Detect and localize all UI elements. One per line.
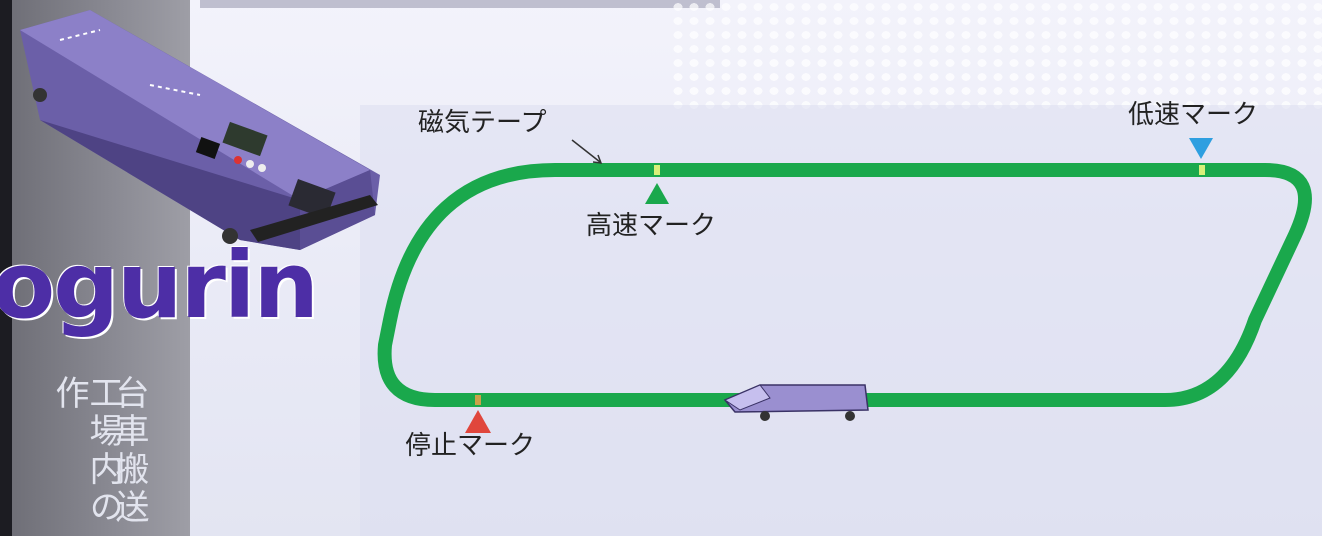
low-speed-mark-icon	[1189, 138, 1213, 159]
high-speed-tape-marker	[654, 165, 660, 175]
stop-tape-marker	[475, 395, 481, 405]
low-speed-tape-marker	[1199, 165, 1205, 175]
high-speed-mark-label: 高速マーク	[586, 211, 717, 241]
vertical-caption-col-2: 工場内の作	[49, 375, 123, 527]
agv-product-image	[20, 10, 380, 250]
low-speed-mark-label: 低速マーク	[1128, 100, 1259, 130]
magnetic-tape-track	[377, 163, 1312, 407]
dot-pattern-decoration	[670, 0, 1322, 110]
magnetic-tape-label: 磁気テープ	[418, 108, 547, 138]
arrow-head	[592, 154, 603, 164]
high-speed-mark-icon	[645, 183, 669, 204]
top-caption-strip	[200, 0, 720, 8]
tape-pointer-arrow	[571, 139, 601, 163]
left-edge-bar	[0, 0, 12, 536]
vertical-caption-col-1: 台車搬送	[109, 375, 149, 527]
stop-mark-label: 停止マーク	[405, 431, 536, 461]
agv-vehicle	[723, 384, 869, 421]
stop-mark-icon	[465, 410, 491, 433]
brand-name: ogurin	[0, 232, 319, 339]
